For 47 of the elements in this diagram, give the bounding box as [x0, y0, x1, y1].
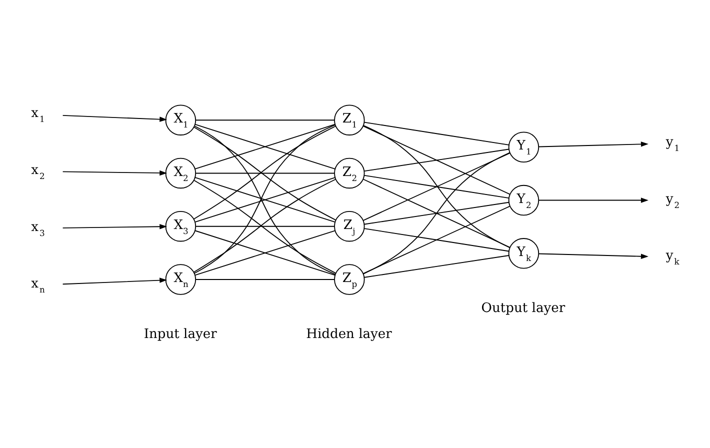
arrow: [62, 170, 168, 176]
connector: [362, 178, 510, 248]
arrow: [538, 141, 648, 147]
connector: [194, 176, 336, 222]
connector: [194, 123, 336, 169]
connector: [364, 174, 510, 198]
label: Input layer: [144, 326, 217, 342]
arrow: [62, 224, 168, 229]
connector: [195, 278, 335, 280]
connector: [195, 119, 335, 120]
node-circle: Y$_{2}$: [508, 184, 540, 216]
connector: [194, 230, 336, 276]
node-text: y$_{1}$: [666, 134, 680, 152]
connector: [195, 225, 335, 226]
connector: [364, 228, 510, 252]
node-circle: Z$_{1}$: [334, 104, 365, 135]
arrow: [62, 277, 168, 284]
label: Hidden layer: [306, 326, 392, 342]
connector: [364, 148, 510, 172]
node-text: y$_{k}$: [666, 248, 680, 266]
arrow: [538, 197, 648, 202]
node-text: x$_{n}$: [31, 276, 45, 294]
node-circle: X$_{n}$: [165, 264, 196, 294]
node-circle: Z$_{p}$: [334, 264, 365, 294]
connector: [362, 152, 510, 274]
node-circle: Z$_{j}$: [334, 210, 365, 242]
node-circle: Y$_{1}$: [508, 131, 540, 162]
node-text: x$_{1}$: [31, 106, 45, 124]
connector: [195, 172, 335, 174]
node-circle: X$_{1}$: [165, 104, 196, 135]
node-text: y$_{2}$: [666, 191, 680, 210]
node-text: x$_{2}$: [31, 162, 45, 180]
node-text: x$_{3}$: [31, 219, 45, 238]
connector: [364, 201, 510, 224]
connector: [364, 121, 510, 145]
node-circle: X$_{3}$: [165, 210, 196, 242]
connector: [362, 152, 510, 220]
label: Output layer: [481, 300, 566, 316]
connector: [362, 205, 510, 274]
node-circle: Z$_{2}$: [334, 157, 365, 188]
node-circle: Y$_{k}$: [508, 238, 540, 268]
arrow: [538, 252, 648, 258]
node-circle: X$_{2}$: [165, 157, 196, 188]
arrow: [62, 114, 168, 122]
connector: [362, 124, 510, 248]
connector: [364, 254, 510, 278]
connector: [362, 125, 510, 194]
